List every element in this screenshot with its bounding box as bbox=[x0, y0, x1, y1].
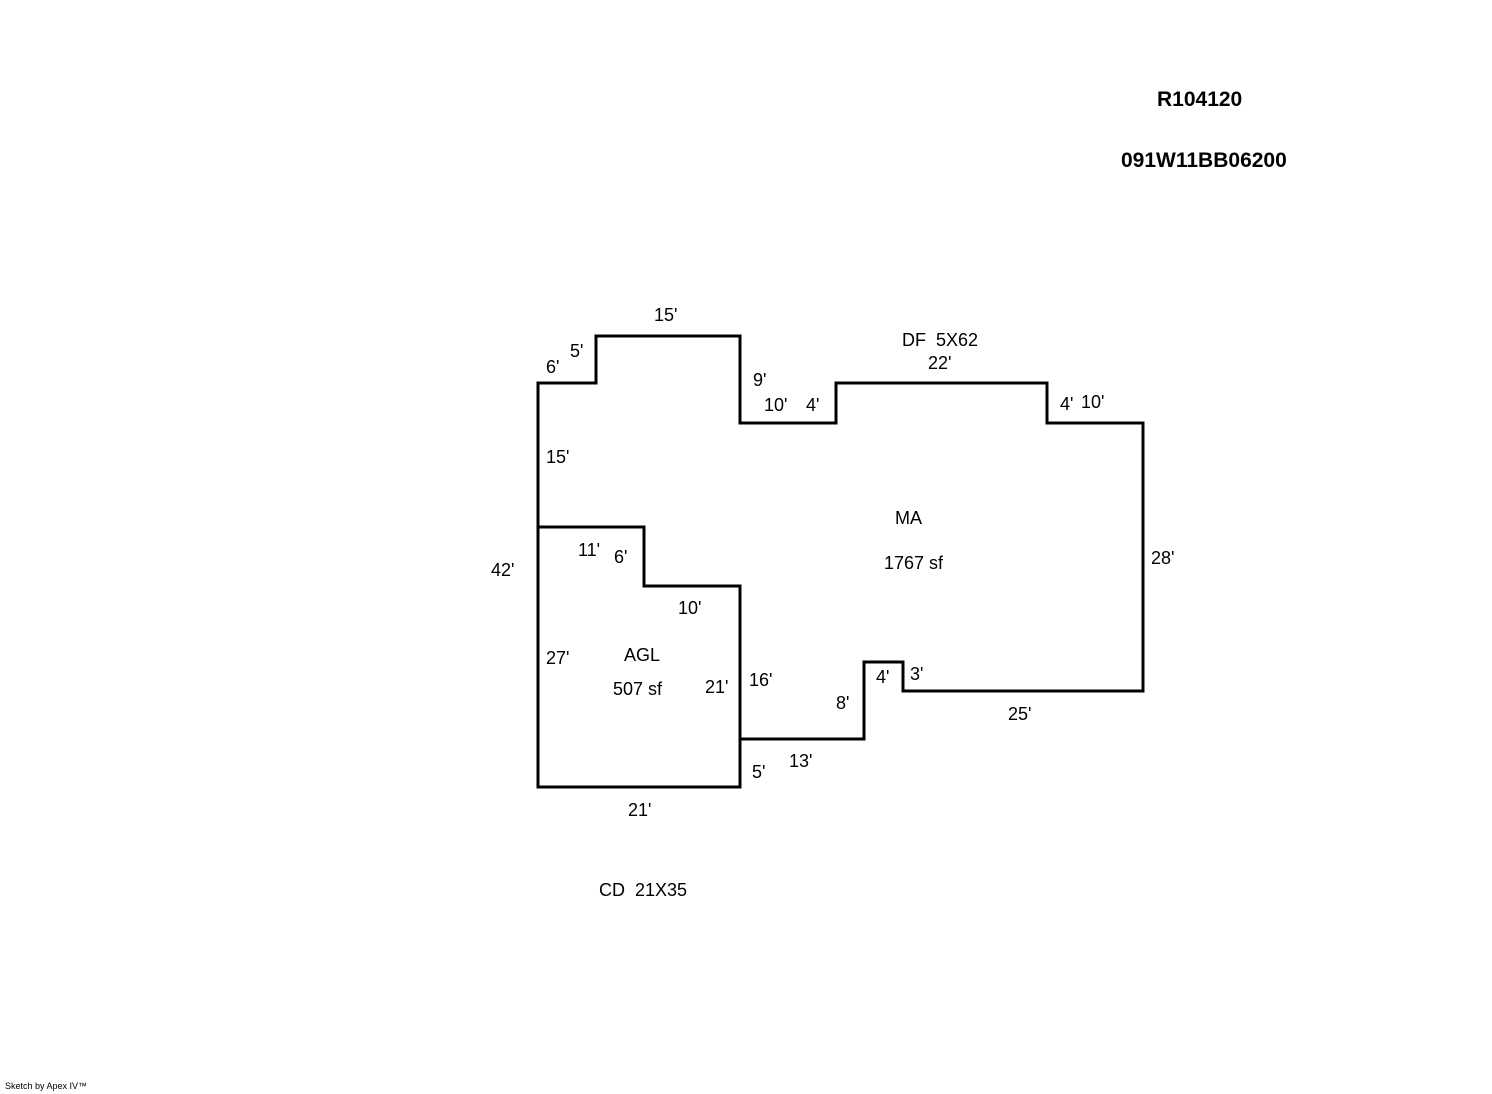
dim-garage-11: 11' bbox=[578, 540, 600, 560]
dim-garage-21-bottom: 21' bbox=[628, 800, 651, 820]
dim-garage-27: 27' bbox=[546, 648, 569, 668]
dim-left-15: 15' bbox=[546, 447, 569, 467]
dim-top-15: 15' bbox=[654, 305, 677, 325]
garage-area-size: 507 sf bbox=[613, 679, 663, 699]
dim-notch-3: 3' bbox=[910, 664, 923, 684]
sketch-credit: Sketch by Apex IV™ bbox=[5, 1081, 88, 1091]
dim-bottom-5: 5' bbox=[752, 762, 765, 782]
dim-bottom-13: 13' bbox=[789, 751, 812, 771]
dim-notch-8: 8' bbox=[836, 693, 849, 713]
deck-front-note: DF 5X62 bbox=[902, 330, 978, 350]
map-taxlot-number: 091W11BB06200 bbox=[1121, 149, 1287, 172]
dim-main-16: 16' bbox=[749, 670, 772, 690]
dim-notch-4: 4' bbox=[876, 667, 889, 687]
dim-overall-42: 42' bbox=[491, 560, 514, 580]
dim-garage-10: 10' bbox=[678, 598, 701, 618]
dim-step-9: 9' bbox=[753, 370, 766, 390]
dim-right-4: 4' bbox=[1060, 394, 1073, 414]
deck-covered-note: CD 21X35 bbox=[599, 880, 687, 900]
dim-right-10: 10' bbox=[1081, 392, 1104, 412]
parcel-id: R104120 bbox=[1157, 88, 1243, 111]
dim-right-28: 28' bbox=[1151, 548, 1174, 568]
garage-area-code: AGL bbox=[624, 645, 660, 665]
dim-top-22: 22' bbox=[928, 353, 951, 373]
dim-left-5: 5' bbox=[570, 341, 583, 361]
main-area-code: MA bbox=[895, 508, 922, 528]
dim-garage-6: 6' bbox=[614, 547, 627, 567]
dim-step-4: 4' bbox=[806, 395, 819, 415]
dim-garage-21-right: 21' bbox=[705, 677, 728, 697]
main-area-size: 1767 sf bbox=[884, 553, 944, 573]
dim-bottom-25: 25' bbox=[1008, 704, 1031, 724]
dim-left-6: 6' bbox=[546, 357, 559, 377]
garage-outline bbox=[536, 525, 742, 789]
dim-step-10: 10' bbox=[764, 395, 787, 415]
